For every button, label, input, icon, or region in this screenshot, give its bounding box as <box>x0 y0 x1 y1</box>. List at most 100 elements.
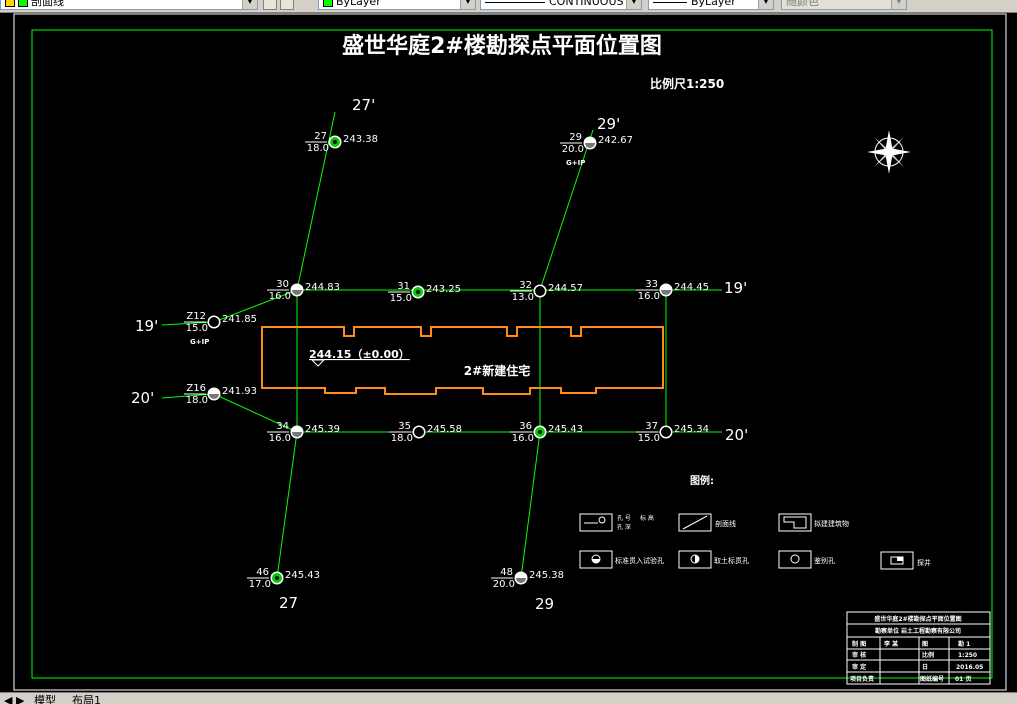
linetype-dropdown[interactable]: CONTINUOUS ▼ <box>480 0 642 10</box>
borehole-id: 29 <box>569 132 582 143</box>
borehole-id: 48 <box>500 567 513 578</box>
borehole-note: G+IP <box>190 338 209 346</box>
tab-nav-arrows-icon[interactable]: ◀ ▶ <box>4 694 25 704</box>
drawing-frame <box>31 29 993 679</box>
section-label-29-top: 29' <box>597 115 620 133</box>
borehole-elevation: 241.85 <box>222 314 257 325</box>
borehole-id: 32 <box>519 280 532 291</box>
borehole-depth: 15.0 <box>638 433 660 444</box>
borehole-id: 30 <box>276 279 289 290</box>
legend-borehole-elev: 标 高 <box>640 514 654 522</box>
section-label-20-left: 20' <box>131 389 154 407</box>
legend-building-icon <box>778 513 812 532</box>
borehole-elevation: 245.34 <box>674 424 709 435</box>
title-block-drawing-name: 盛世华庭2#楼勘探点平面位置图 <box>874 615 961 623</box>
section-label-19-right: 19' <box>724 279 747 297</box>
layer-states-icon[interactable] <box>280 0 294 10</box>
title-block-cell: 01 页 <box>955 675 971 683</box>
borehole-elevation: 243.38 <box>343 134 378 145</box>
title-block-company: 勘察单位 岩土工程勘察有限公司 <box>875 627 961 635</box>
borehole-id: Z12 <box>186 311 206 322</box>
borehole-elevation: 241.93 <box>222 386 257 397</box>
title-block-cell: 李 某 <box>883 640 899 648</box>
borehole-id: Z16 <box>186 383 206 394</box>
borehole-elevation: 243.25 <box>426 284 461 295</box>
lineweight-preview-icon <box>653 1 687 3</box>
borehole-depth: 16.0 <box>512 433 534 444</box>
borehole-elevation: 245.58 <box>427 424 462 435</box>
plotstyle-dropdown[interactable]: 随颜色 ▼ <box>781 0 907 10</box>
drawing-canvas[interactable]: 盛世华庭2#楼勘探点平面位置图 比例尺1:250 2#新建住宅 244.15（±… <box>0 13 1017 692</box>
borehole-elevation: 244.57 <box>548 283 583 294</box>
section-lines <box>161 111 722 579</box>
legend-section-line-label: 剖面线 <box>715 519 736 528</box>
borehole-depth: 15.0 <box>186 323 208 334</box>
building-elevation: 244.15（±0.00） <box>309 348 410 361</box>
lineweight-dropdown[interactable]: ByLayer ▼ <box>648 0 774 10</box>
title-block-cell: 审 核 <box>852 651 866 659</box>
layer-dropdown[interactable]: 剖面线 ▼ <box>0 0 258 10</box>
borehole-id: 31 <box>397 281 410 292</box>
borehole-elevation: 244.83 <box>305 282 340 293</box>
chevron-down-icon[interactable]: ▼ <box>626 0 641 9</box>
section-line-29-top <box>539 129 594 291</box>
borehole-id: 34 <box>276 421 289 432</box>
building-label: 2#新建住宅 <box>464 363 530 378</box>
linetype-preview-icon <box>485 1 545 3</box>
north-arrow-icon <box>867 130 911 174</box>
drawing-title: 盛世华庭2#楼勘探点平面位置图 <box>342 33 662 59</box>
legend-borehole-label-icon <box>579 513 613 532</box>
borehole-depth: 20.0 <box>493 579 515 590</box>
borehole-depth: 18.0 <box>391 433 413 444</box>
borehole-id: 35 <box>398 421 411 432</box>
title-block <box>846 611 991 685</box>
elevation-marker-icon <box>310 359 326 367</box>
layer-color-icon <box>5 0 15 7</box>
chevron-down-icon[interactable]: ▼ <box>460 0 475 9</box>
title-block-cell: 项目负责 <box>850 675 874 683</box>
layer-swatch-icon <box>18 0 28 7</box>
layer-previous-icon[interactable] <box>263 0 277 10</box>
title-block-cell: 日 <box>922 664 928 671</box>
chevron-down-icon[interactable]: ▼ <box>242 0 257 9</box>
properties-toolbar: 剖面线 ▼ ByLayer ▼ CONTINUOUS ▼ ByLayer ▼ 随… <box>0 0 1017 13</box>
legend-building-label: 拟建建筑物 <box>814 519 849 528</box>
color-swatch-icon <box>323 0 333 7</box>
section-line-29-bottom <box>520 431 541 579</box>
borehole-elevation: 245.43 <box>548 424 583 435</box>
tab-layout1[interactable]: 布局1 <box>72 694 101 704</box>
color-dropdown[interactable]: ByLayer ▼ <box>318 0 476 10</box>
section-label-29-bottom: 29 <box>535 595 554 613</box>
chevron-down-icon[interactable]: ▼ <box>891 0 906 9</box>
borehole-id: 36 <box>519 421 532 432</box>
borehole-elevation: 242.67 <box>598 135 633 146</box>
borehole-depth: 17.0 <box>249 579 271 590</box>
legend: 图例: 孔 号 孔 深 标 高 剖面线 拟建建筑物 标准贯入试验孔 取土标贯孔 … <box>579 474 931 570</box>
legend-sampling-hole-icon <box>678 550 712 569</box>
legend-identification-hole-icon <box>778 550 812 569</box>
layer-value: 剖面线 <box>31 0 64 8</box>
title-block-cell: 图纸编号 <box>920 675 944 683</box>
borehole-elevation: 245.38 <box>529 570 564 581</box>
tab-model[interactable]: 模型 <box>34 694 56 704</box>
legend-borehole-depth: 孔 深 <box>617 523 631 531</box>
legend-sampling-hole-label: 取土标贯孔 <box>714 556 749 565</box>
borehole-id: 37 <box>645 421 658 432</box>
borehole-depth: 16.0 <box>269 433 291 444</box>
plotstyle-value: 随颜色 <box>786 0 819 8</box>
borehole-depth: 15.0 <box>390 293 412 304</box>
section-line-20-left <box>161 393 215 399</box>
color-value: ByLayer <box>336 0 381 8</box>
chevron-down-icon[interactable]: ▼ <box>758 0 773 9</box>
section-label-20-right: 20' <box>725 426 748 444</box>
planned-building-outline <box>261 326 664 395</box>
